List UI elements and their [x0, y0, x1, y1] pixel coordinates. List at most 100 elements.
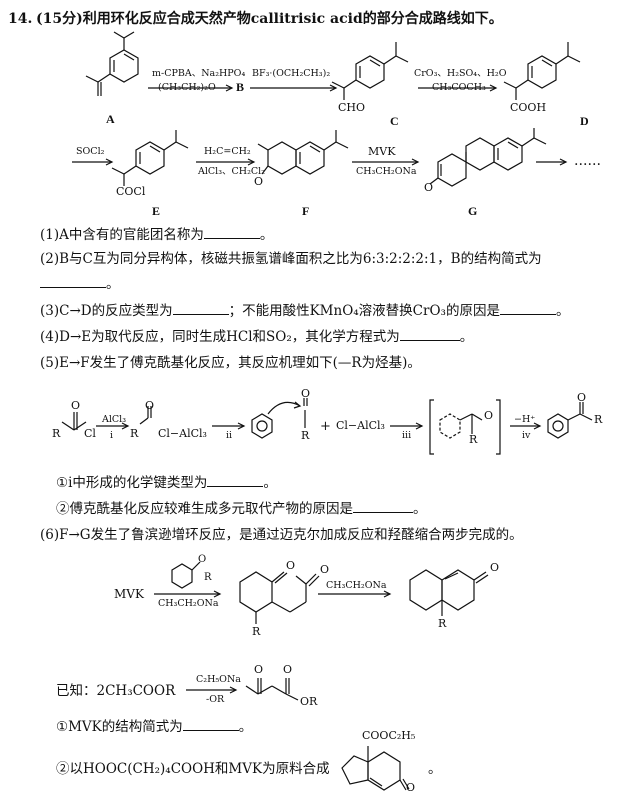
- answer-blank-5-2[interactable]: [353, 500, 413, 513]
- reagent-1-top: m-CPBA、Na₂HPO₄: [152, 68, 246, 79]
- mech-o-5: O: [577, 391, 587, 404]
- label-a: A: [106, 112, 115, 126]
- robinson-o-2: O: [320, 563, 330, 576]
- mech-step-iii-label: iii: [402, 430, 412, 441]
- robinson-scheme: [154, 561, 489, 624]
- question-5: (5)E→F发生了傅克酰基化反应，其反应机理如下(—R为烃基)。: [40, 355, 421, 371]
- end-mark: 。: [106, 276, 120, 292]
- end-mark: 。: [555, 303, 570, 319]
- label-b: B: [236, 80, 245, 94]
- robinson-r-1: R: [252, 625, 261, 638]
- label-c: C: [390, 114, 399, 128]
- question-1: (1)A中含有的官能团名称为 。: [40, 226, 273, 244]
- question-6-1-text: ①MVK的结构简式为: [56, 719, 183, 735]
- question-5-1-text: ①i中形成的化学键类型为: [56, 475, 208, 491]
- group-cocl: COCl: [116, 185, 146, 198]
- reagent-4-top: SOCl₂: [76, 146, 105, 157]
- reagent-1-bottom: (CH₃CH₂)₂O: [158, 82, 216, 93]
- end-mark: 。: [259, 227, 274, 243]
- mech-r-2: R: [130, 427, 139, 440]
- label-e: E: [152, 204, 161, 218]
- known-reaction-scheme: [186, 678, 299, 701]
- molecule-d: [503, 42, 581, 100]
- question-1-text: (1)A中含有的官能团名称为: [40, 227, 204, 243]
- reagent-2-top: BF₃·(OCH₂CH₃)₂: [252, 68, 331, 79]
- group-cho: CHO: [338, 101, 366, 114]
- question-6-2: ②以HOOC(CH₂)₄COOH和MVK为原料合成: [56, 761, 330, 777]
- robinson-r-2: R: [438, 617, 447, 630]
- mech-o-1: O: [71, 399, 81, 412]
- mech-step-ii-label: ii: [226, 430, 233, 441]
- end-mark: 。: [428, 761, 442, 777]
- known-o-1: O: [254, 663, 264, 676]
- end-mark: 。: [238, 719, 253, 735]
- molecule-a: [85, 31, 139, 96]
- answer-blank-3b[interactable]: [499, 302, 556, 315]
- mech-step-i-reagent: AlCl₃: [102, 414, 127, 425]
- reagent-3-top: CrO₃、H₂SO₄、H₂O: [414, 68, 507, 79]
- answer-blank-2[interactable]: [40, 275, 106, 288]
- label-f: F: [302, 204, 310, 218]
- mech-r-5: R: [594, 413, 603, 426]
- end-mark: 。: [459, 329, 474, 345]
- known-reagent-bottom: -OR: [206, 694, 225, 705]
- molecule-c: [331, 42, 409, 100]
- question-4-text: (4)D→E为取代反应，同时生成HCl和SO₂，其化学方程式为: [40, 329, 400, 345]
- end-mark: 。: [263, 475, 277, 491]
- known-reaction-label: 已知：2CH₃COOR: [56, 683, 176, 699]
- target-ester-group: COOC₂H₅: [362, 729, 416, 742]
- question-3: (3)C→D的反应类型为 ；不能用酸性KMnO₄溶液替换CrO₃的原因是 。: [40, 302, 569, 320]
- molecule-e: [111, 130, 189, 186]
- question-6-1: ①MVK的结构简式为 。: [56, 718, 252, 736]
- robinson-mvk: MVK: [114, 587, 144, 601]
- mech-plus: +: [320, 419, 331, 434]
- robinson-arrow1-reagent: CH₃CH₂ONa: [158, 598, 219, 609]
- question-header: (15分)利用环化反应合成天然产物callitrisic acid的部分合成路线…: [36, 11, 503, 27]
- group-cooh: COOH: [510, 101, 547, 114]
- mech-r-1: R: [52, 427, 61, 440]
- known-or: OR: [300, 695, 318, 708]
- question-5-2: ②傅克酰基化反应较难生成多元取代产物的原因是 。: [56, 500, 427, 518]
- question-4: (4)D→E为取代反应，同时生成HCl和SO₂，其化学方程式为 。: [40, 328, 473, 346]
- question-3a-text: (3)C→D的反应类型为: [40, 303, 173, 319]
- reagent-5-bottom: AlCl₃、CH₂Cl₂: [198, 166, 265, 177]
- question-3b-text: ；不能用酸性KMnO₄溶液替换CrO₃的原因是: [228, 303, 500, 319]
- answer-blank-5-1[interactable]: [207, 474, 264, 487]
- g-carbonyl-o: O: [424, 181, 434, 194]
- question-5-2-text: ②傅克酰基化反应较难生成多元取代产物的原因是: [56, 501, 353, 517]
- robinson-o-3: O: [490, 561, 500, 574]
- mech-cl-1: Cl: [84, 427, 96, 440]
- target-molecule: [341, 746, 410, 791]
- question-2-answer: 。: [40, 275, 120, 293]
- reagent-3-bottom: CH₃COCH₃: [432, 82, 486, 93]
- mech-o-3: O: [301, 387, 311, 400]
- known-o-2: O: [283, 663, 293, 676]
- question-number: 14.: [8, 11, 33, 27]
- molecule-f: [257, 130, 349, 175]
- robinson-arrow2-reagent: CH₃CH₂ONa: [326, 580, 387, 591]
- question-5-1: ①i中形成的化学键类型为 。: [56, 474, 277, 492]
- mech-o-4: O: [484, 409, 494, 422]
- label-d: D: [580, 114, 589, 128]
- answer-blank-3a[interactable]: [172, 302, 229, 315]
- robinson-ketone-r: R: [204, 572, 212, 583]
- mech-step-iv-reagent: −H⁺: [514, 414, 536, 425]
- question-2: (2)B与C互为同分异构体，核磁共振氢谱峰面积之比为6:3:2:2:2:1，B的…: [40, 251, 542, 267]
- known-reagent-top: C₂H₅ONa: [196, 674, 241, 685]
- mech-cl-alcl3-1: Cl−AlCl₃: [158, 427, 207, 440]
- mech-cl-alcl3-2: Cl−AlCl₃: [336, 419, 385, 432]
- answer-blank-1[interactable]: [203, 226, 260, 239]
- mechanism-scheme: [61, 398, 593, 455]
- label-g: G: [468, 204, 478, 218]
- mech-step-iv-label: iv: [522, 430, 531, 441]
- robinson-ketone-o: O: [198, 554, 207, 565]
- reagent-6-top: MVK: [368, 145, 396, 158]
- scheme-row-1: [85, 31, 581, 100]
- scheme-row-2: [72, 128, 568, 187]
- answer-blank-4[interactable]: [399, 328, 460, 341]
- continuation-dots: ……: [574, 153, 601, 169]
- reagent-6-bottom: CH₃CH₂ONa: [356, 166, 417, 177]
- answer-blank-6-1[interactable]: [182, 718, 239, 731]
- end-mark: 。: [413, 501, 427, 517]
- f-carbonyl-o: O: [254, 175, 264, 188]
